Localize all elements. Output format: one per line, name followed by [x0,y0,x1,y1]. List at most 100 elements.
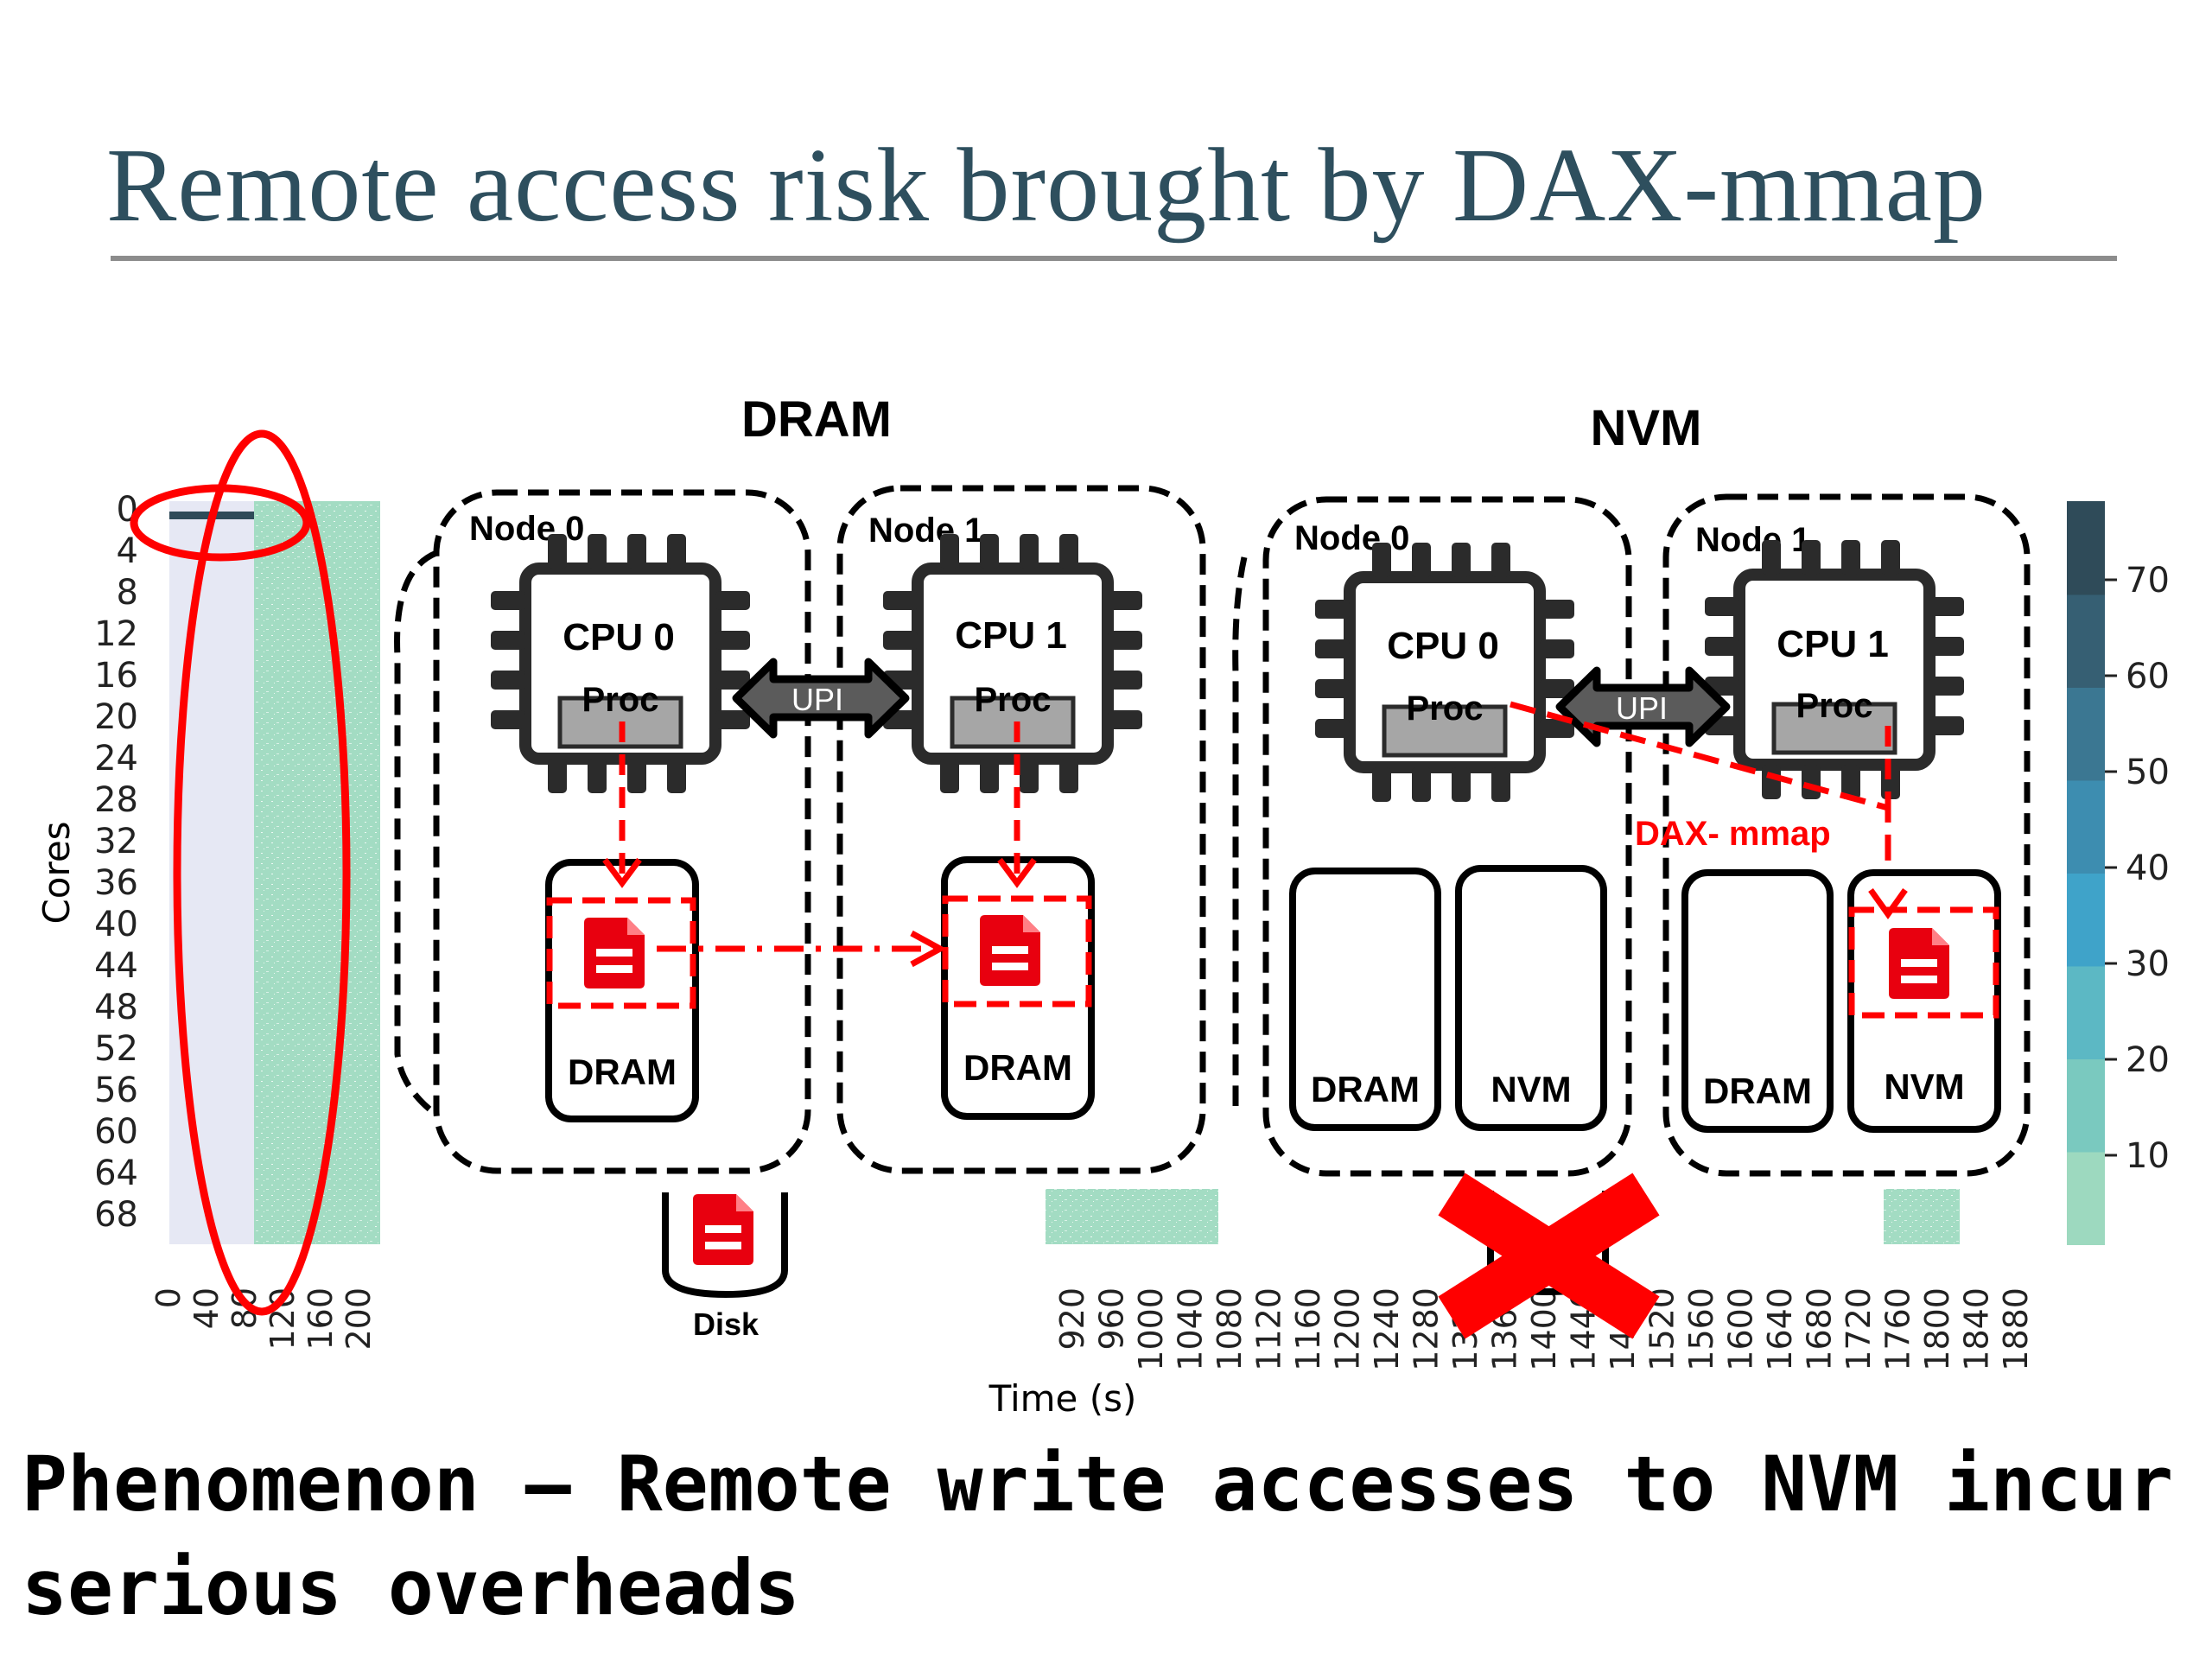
y-tick-label: 64 [94,1154,138,1193]
x-tick-label: 1400 [1525,1287,1563,1371]
colorbar-tick-label: 40 [2126,849,2170,888]
dram-mem1-label: DRAM [963,1047,1072,1088]
nvm-node0-nvm-label: NVM [1491,1069,1571,1109]
x-tick-label: 1120 [1250,1287,1288,1371]
y-tick-label: 52 [94,1029,138,1069]
x-tick-label: 960 [1093,1287,1131,1351]
colorbar-tick-label: 50 [2126,753,2170,792]
x-tick-label: 920 [1053,1287,1091,1351]
y-axis-label: Cores [35,821,78,924]
x-tick-label: 1840 [1958,1287,1996,1371]
nvm-upi-label: UPI [1616,690,1668,726]
x-axis-label: Time (s) [988,1377,1137,1420]
dram-mem0-label: DRAM [568,1052,677,1092]
y-tick-label: 4 [117,531,138,571]
y-tick-label: 68 [94,1195,138,1235]
x-tick-label: 1800 [1918,1287,1956,1371]
x-tick-label: 1000 [1132,1287,1170,1371]
y-tick-label: 20 [94,697,138,737]
dram-cpu0-label: CPU 0 [563,616,675,658]
dram-node1-label: Node 1 [868,512,983,550]
x-tick-label: 160 [302,1287,340,1351]
x-tick-label: 200 [340,1287,378,1351]
startup-phase-highlight [173,429,351,1316]
nvm-node0-box [1262,496,1632,1177]
y-tick-label: 44 [94,946,138,986]
nvm-node1-box [1662,493,2031,1177]
colorbar-tick-label: 60 [2126,657,2170,696]
nvm-node1-nvm-label: NVM [1884,1066,1964,1107]
colorbar-segment [2067,1151,2105,1245]
y-tick-label: 56 [94,1071,138,1110]
colorbar-tick-label: 70 [2126,561,2170,601]
dram-panel-label: DRAM [741,391,892,448]
dram-node0-label: Node 0 [469,510,584,548]
y-tick-label: 36 [94,863,138,903]
dram-cpu0-arrowhead [602,857,642,888]
disk-label: Disk [693,1306,760,1342]
x-tick-label: 0 [149,1287,188,1308]
red-x-icon [1438,1173,1660,1339]
colorbar-segment [2067,1058,2105,1153]
y-tick-label: 12 [94,614,138,654]
colorbar-segment [2067,501,2105,595]
x-tick-label: 1160 [1289,1287,1327,1371]
dram-cpu1-chip-icon [883,534,1142,793]
nvm-panel-outer-frame [1232,556,1248,1106]
heatmap-active-region [254,501,380,1244]
colorbar-tick-label: 20 [2126,1040,2170,1080]
dram-upi-label: UPI [791,682,843,717]
nvm-node1-file-region [1848,906,1999,1019]
x-tick-label: 1560 [1682,1287,1720,1371]
colorbar-tick-label: 30 [2126,944,2170,984]
x-tick-label: 1200 [1329,1287,1367,1371]
title-underline [111,256,2117,261]
dram-node0-box [433,489,811,1174]
dram-cpu1-label: CPU 1 [955,614,1067,657]
dram-upi-double-arrow-icon [732,658,910,739]
dram-mem0-file-region [546,897,696,1009]
colorbar-segment [2067,873,2105,967]
dram-remote-arrowhead [910,930,947,968]
colorbar-segment [2067,594,2105,688]
nvm-panel-label: NVM [1591,400,1702,456]
x-tick-label: 40 [188,1287,226,1329]
nvm-node1-dram-box [1681,869,1834,1133]
nvm-node1-dram-label: DRAM [1703,1071,1812,1111]
y-tick-label: 8 [117,573,138,613]
heatmap-idle-region [169,501,254,1244]
colorbar-segment [2067,779,2105,874]
x-tick-label: 1760 [1879,1287,1917,1371]
colorbar [2067,501,2105,1245]
x-tick-label: 1720 [1840,1287,1878,1371]
disk-file-icon [693,1194,753,1265]
nvm-cpu1-label: CPU 1 [1777,623,1889,665]
colorbar-tick-label: 10 [2126,1136,2170,1176]
dram-mem1-file-icon [980,915,1040,986]
dram-proc1-label: Proc [975,681,1052,719]
dram-cpu1-arrowhead [997,857,1037,888]
x-tick-label: 1600 [1722,1287,1760,1371]
x-tick-label: 1040 [1172,1287,1210,1371]
dax-mmap-arrowhead [1868,887,1908,920]
y-tick-label: 28 [94,780,138,820]
y-tick-label: 60 [94,1112,138,1152]
dax-mmap-annotation: DAX- mmap [1635,815,1831,853]
heatmap-right-strip-1 [1046,1189,1218,1244]
slide-title: Remote access risk brought by DAX-mmap [106,127,1986,244]
nvm-node1-label: Node 1 [1695,521,1810,559]
x-tick-label: 1640 [1761,1287,1799,1371]
heatmap-right-strip-2 [1884,1189,1960,1244]
dram-panel-outer-frame [394,550,439,1117]
colorbar-segment [2067,687,2105,781]
y-tick-label: 16 [94,656,138,696]
nvm-cpu0-label: CPU 0 [1387,625,1499,667]
x-tick-label: 1080 [1211,1287,1249,1371]
nvm-upi-double-arrow-icon [1555,666,1731,747]
colorbar-tick-labels: 10 20 30 40 50 60 70 [2105,561,2170,1176]
x-tick-label: 1680 [1801,1287,1839,1371]
